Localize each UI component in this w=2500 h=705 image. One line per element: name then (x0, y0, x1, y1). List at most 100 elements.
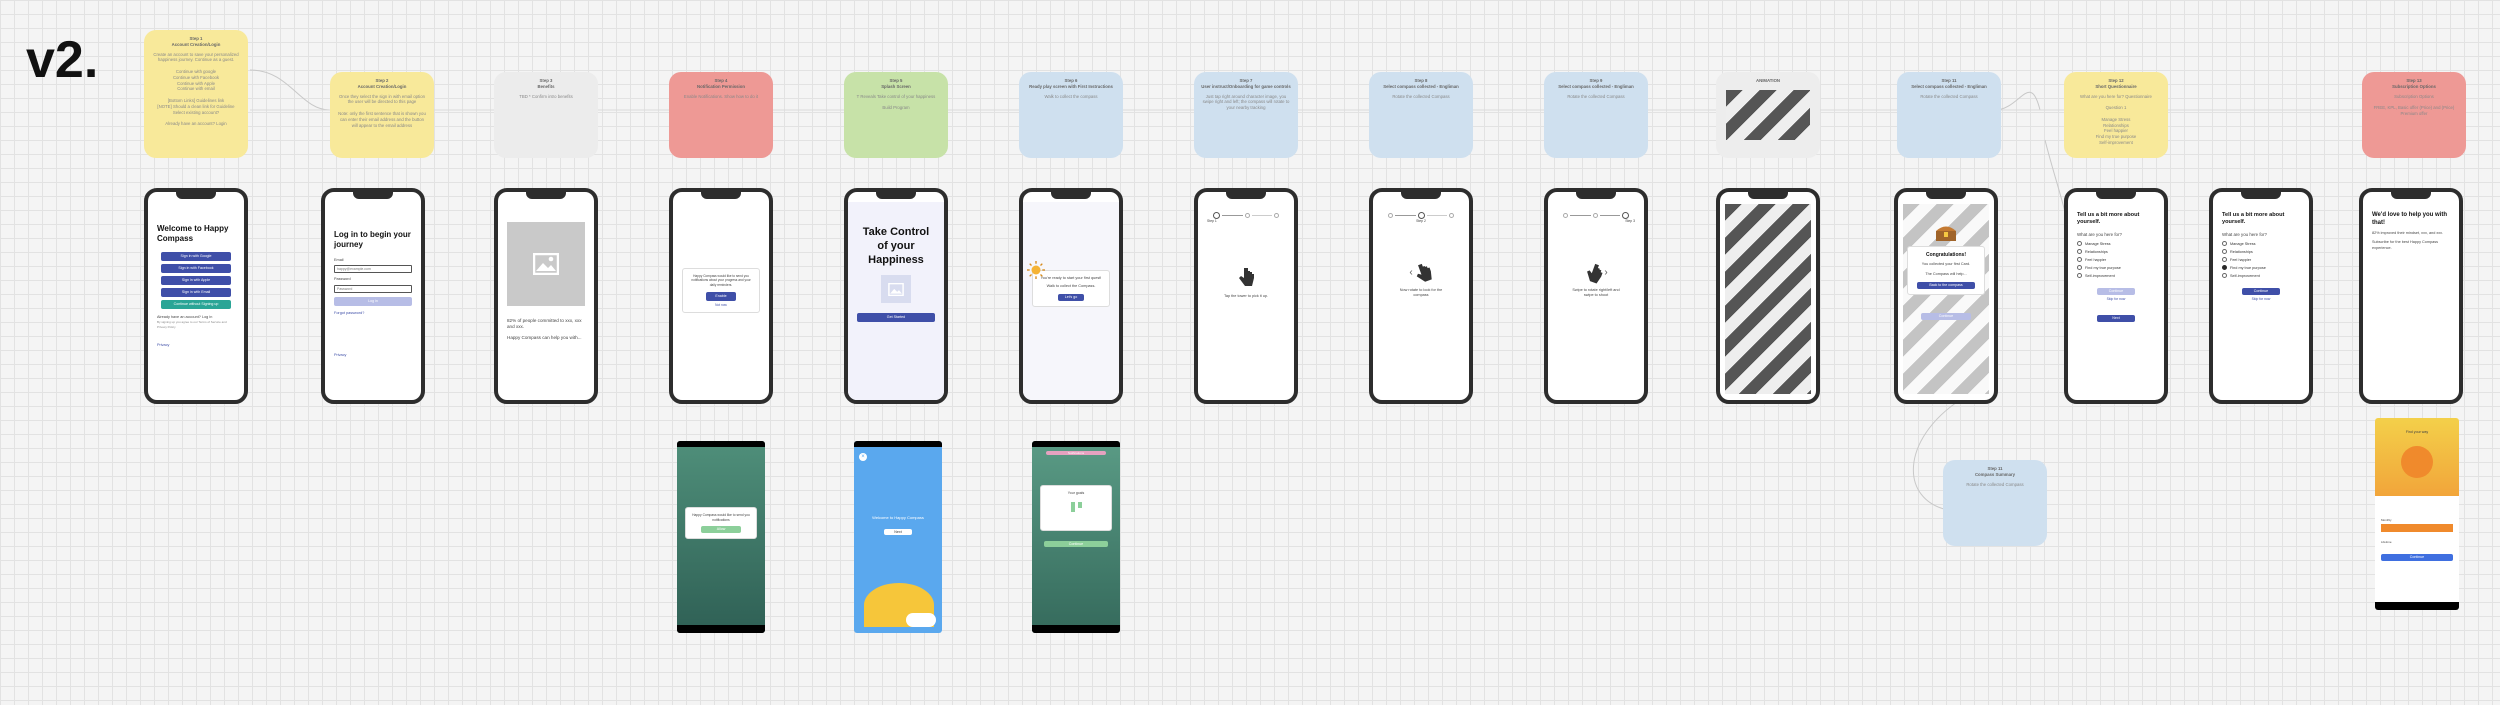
note-title: Step 11 Select compass collected - Engli… (1911, 78, 1987, 89)
animation-placeholder (1725, 204, 1811, 394)
sun-icon (1027, 261, 1045, 279)
phone-screen-tutorial-3: Step 3 › Swipe to rotate right/left and … (1544, 188, 1648, 404)
note-body: Walk to collect the compass (1044, 93, 1098, 99)
get-started-button[interactable]: Get Started (857, 313, 935, 323)
email-label: Email (334, 258, 344, 262)
note-step-6[interactable]: Step 6 Ready play screen with First Inst… (1019, 72, 1123, 158)
next-button[interactable]: Next (2097, 315, 2135, 323)
note-step-9[interactable]: Step 9 Select compass collected - Englim… (1544, 72, 1648, 158)
phone-notch (1926, 192, 1966, 199)
note-title: Step 4 Notification Permission (697, 78, 745, 89)
apple-signin-button[interactable]: Sign in with Apple (161, 276, 231, 285)
image-icon (888, 282, 904, 296)
note-step-5[interactable]: Step 5 Splash Screen T Reveals Take cont… (844, 72, 948, 158)
reference-label-monthly: Monthly (2381, 518, 2392, 522)
note-body: Enable Notifications. Show how to do it (683, 93, 759, 99)
note-step-4[interactable]: Step 4 Notification Permission Enable No… (669, 72, 773, 158)
phone-screen-questionnaire-selected: Tell us a bit more about yourself. What … (2209, 188, 2313, 404)
option-radio[interactable]: Relationships (2222, 249, 2300, 255)
continue-button[interactable]: Continue (2242, 288, 2280, 296)
privacy-link[interactable]: Privacy (157, 342, 170, 347)
note-title: Step 9 Select compass collected - Englim… (1558, 78, 1634, 89)
note-title: Step 8 Select compass collected - Englim… (1383, 78, 1459, 89)
screen-title: Log in to begin your journey (334, 230, 411, 249)
note-title: Step 11 Compass Summary (1974, 466, 2016, 477)
reference-next-button: Next (884, 528, 912, 535)
step-progress (1382, 212, 1460, 219)
screen-title: We'd love to help you with that! (2372, 212, 2447, 226)
note-title: Step 7 User instruct/Onboarding for game… (1201, 78, 1291, 89)
option-radio[interactable]: Self-improvement (2222, 273, 2300, 279)
congrats-subtext: The Compass will help... (1925, 271, 1967, 276)
note-compass-summary[interactable]: Step 11 Compass Summary Rotate the colle… (1943, 460, 2047, 546)
notification-dialog: Happy Compass would like to send you not… (682, 268, 760, 314)
phone-notch (1401, 192, 1441, 199)
phone-screen-first-quest: You're ready to start your first quest! … (1019, 188, 1123, 404)
note-step-13[interactable]: Step 13 Subscription Options Subscriptio… (2362, 72, 2466, 158)
image-placeholder (881, 275, 911, 304)
swipe-gesture: ‹ (1382, 262, 1460, 284)
congrats-title: Congratulations! (1926, 252, 1966, 258)
note-step-3[interactable]: Step 3 Benefits TBD * Confirm intro bene… (494, 72, 598, 158)
password-field[interactable]: Password (334, 284, 412, 293)
continue-button[interactable]: Continue (2097, 288, 2135, 296)
benefit-text: 82% of people committed to xxx, xxx and … (507, 318, 582, 330)
phone-screen-subscription: We'd love to help you with that! 82% imp… (2359, 188, 2463, 404)
skip-link[interactable]: Skip for now (2251, 297, 2271, 302)
option-radio[interactable]: Find my true purpose (2077, 265, 2155, 271)
google-signin-button[interactable]: Sign in with Google (161, 252, 231, 261)
benefit-subtext: Happy Compass can help you with... (507, 334, 582, 340)
email-signin-button[interactable]: Sign in with Email (161, 288, 231, 297)
option-radio[interactable]: Feel happier (2222, 257, 2300, 263)
instruction-text: Now rotate to look for the compass (1399, 287, 1443, 298)
nav-bar (1032, 625, 1120, 633)
phone-notch (2241, 192, 2281, 199)
not-now-link[interactable]: Not now (715, 303, 727, 308)
screen-title: Tell us a bit more about yourself. (2222, 212, 2285, 225)
back-to-compass-button[interactable]: Back to the compass (1917, 281, 1975, 289)
note-step-8[interactable]: Step 8 Select compass collected - Englim… (1369, 72, 1473, 158)
phone-screen-benefits: 82% of people committed to xxx, xxx and … (494, 188, 598, 404)
guest-button[interactable]: Continue without Signing up (161, 300, 231, 309)
continue-button[interactable]: Continue (1921, 312, 1971, 320)
option-radio[interactable]: Self-improvement (2077, 273, 2155, 279)
option-radio[interactable]: Manage Stress (2077, 241, 2155, 247)
sun-header: Find your way (2375, 418, 2459, 496)
note-title: Step 6 Ready play screen with First Inst… (1029, 78, 1113, 89)
forgot-password-link[interactable]: Forgot password? (334, 310, 365, 315)
facebook-signin-button[interactable]: Sign in with Facebook (161, 264, 231, 273)
note-body: Subscription Options FREE, KPL, Basic of… (2373, 93, 2455, 116)
privacy-link[interactable]: Privacy (334, 352, 347, 357)
status-bar (854, 441, 942, 447)
option-radio[interactable]: Manage Stress (2222, 241, 2300, 247)
phone-notch (2096, 192, 2136, 199)
note-step-7[interactable]: Step 7 User instruct/Onboarding for game… (1194, 72, 1298, 158)
note-step-2[interactable]: Step 2 Account Creation/Login Once they … (330, 72, 434, 158)
reference-title: Find your way (2405, 430, 2429, 434)
note-animation[interactable]: ANIMATION (1716, 72, 1820, 158)
option-radio[interactable]: Feel happier (2077, 257, 2155, 263)
cloud-illustration (906, 613, 936, 627)
close-icon: × (859, 453, 867, 461)
note-step-12[interactable]: Step 12 Short Questionnaire What are you… (2064, 72, 2168, 158)
lets-go-button[interactable]: Let's go (1058, 293, 1084, 301)
phone-screen-login: Log in to begin your journey Email happy… (321, 188, 425, 404)
phone-notch (353, 192, 393, 199)
login-prompt[interactable]: Already have an account? Log in (157, 315, 213, 319)
sun-icon (2401, 446, 2433, 478)
option-radio-selected[interactable]: Find my true purpose (2222, 265, 2300, 271)
skip-link[interactable]: Skip for now (2106, 297, 2126, 302)
email-field[interactable]: happy@example.com (334, 265, 412, 274)
option-radio[interactable]: Relationships (2077, 249, 2155, 255)
screen-title: Tell us a bit more about yourself. (2077, 212, 2140, 225)
note-step-11[interactable]: Step 11 Select compass collected - Engli… (1897, 72, 2001, 158)
phone-screen-congratulations: Congratulations! You collected your firs… (1894, 188, 1998, 404)
phone-screen-splash: Take Control of your Happiness Get Start… (844, 188, 948, 404)
login-button[interactable]: Log in (334, 296, 412, 306)
swipe-hand-icon (1416, 263, 1432, 282)
chevron-right-icon: › (1604, 267, 1608, 279)
enable-button[interactable]: Enable (706, 292, 736, 302)
note-step-1[interactable]: Step 1 Account Creation/Login Create an … (144, 30, 248, 158)
reference-title: Welcome to Happy Compass (872, 515, 924, 520)
quest-subtext: Walk to collect the Compass. (1046, 284, 1096, 289)
